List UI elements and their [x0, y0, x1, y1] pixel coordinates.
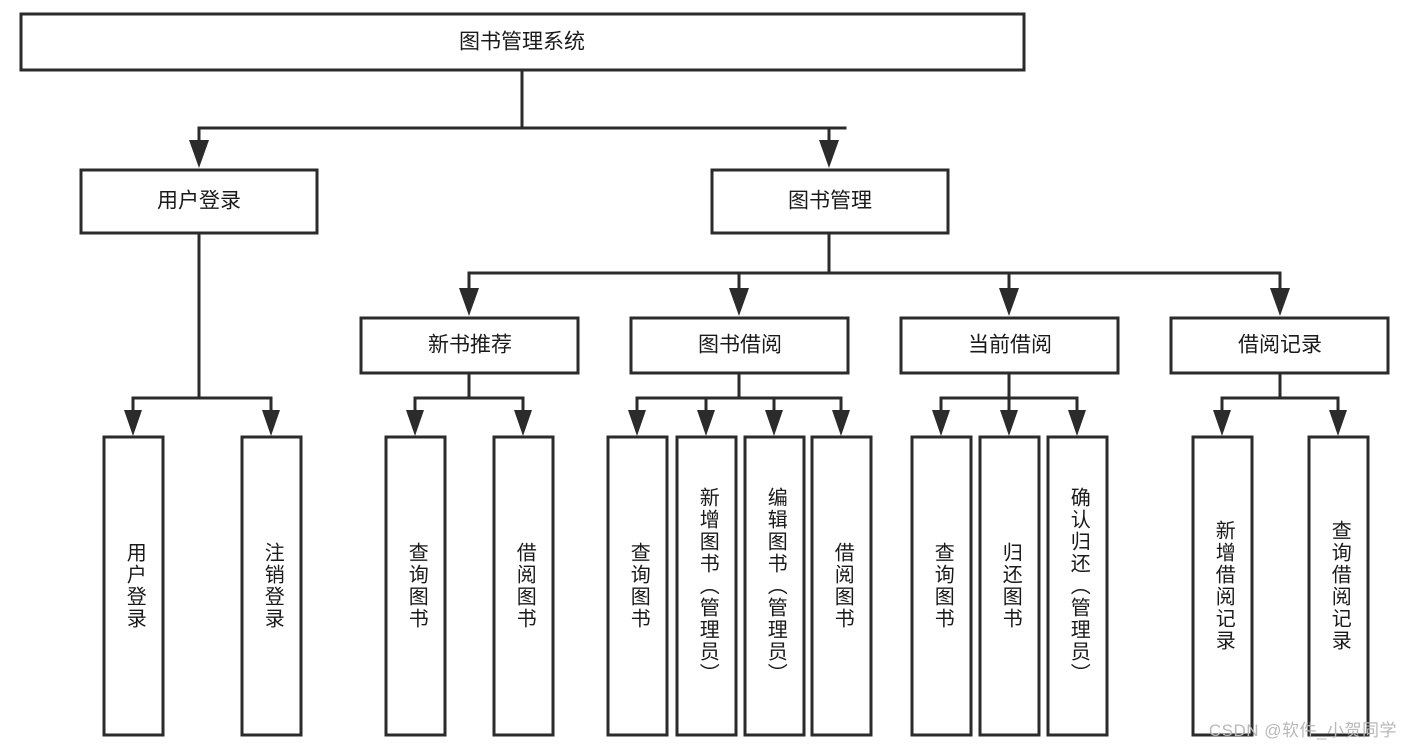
leaf-return-book-box[interactable]	[978, 435, 1041, 737]
node-borrow-record-box[interactable]	[1169, 316, 1390, 375]
leaf-query-book-2-box[interactable]	[606, 435, 669, 737]
edges-userlogin-to-leaves	[124, 231, 280, 436]
leaf-edit-book-box[interactable]	[743, 435, 806, 737]
arrow-new-book	[459, 288, 479, 316]
node-user-login[interactable]: 用户登录	[79, 168, 319, 235]
node-user-login-label: 用户登录	[157, 190, 241, 213]
edges-bookborrow-to-leaves	[628, 371, 850, 436]
arrow-leaf-query-book-1	[406, 410, 424, 436]
node-new-book-recommend[interactable]: 新书推荐	[359, 316, 580, 375]
arrow-book-borrow	[729, 288, 749, 316]
arrow-borrow-record	[1270, 288, 1290, 316]
node-new-book-recommend-box[interactable]	[359, 316, 580, 375]
node-book-borrow-box[interactable]	[629, 316, 850, 375]
arrow-leaf-edit-book	[765, 410, 783, 436]
node-current-borrow[interactable]: 当前借阅	[899, 316, 1120, 375]
arrow-leaf-query-book-3	[932, 410, 950, 436]
leaf-user-login-box[interactable]	[102, 435, 165, 737]
leaf-confirm-return-box[interactable]	[1046, 435, 1109, 737]
node-book-management[interactable]: 图书管理	[710, 168, 950, 235]
node-book-management-box[interactable]	[710, 168, 950, 235]
node-new-book-recommend-label: 新书推荐	[428, 334, 512, 357]
leaf-add-book-box[interactable]	[675, 435, 738, 737]
csdn-watermark: CSDN @软件_小贺同学	[1208, 721, 1397, 740]
edges-root-to-level1	[189, 68, 847, 168]
edges-borrowrecord-to-leaves	[1213, 371, 1347, 436]
node-current-borrow-label: 当前借阅	[968, 334, 1052, 357]
node-current-borrow-box[interactable]	[899, 316, 1120, 375]
arrow-leaf-add-record	[1213, 410, 1231, 436]
node-root-box[interactable]	[19, 12, 1026, 72]
leaf-query-book-1-box[interactable]	[384, 435, 447, 737]
arrow-current-borrow	[999, 288, 1019, 316]
edges-newbook-to-leaves	[406, 371, 532, 436]
node-book-borrow[interactable]: 图书借阅	[629, 316, 850, 375]
arrow-leaf-borrow-book-1	[514, 410, 532, 436]
leaf-borrow-book-1-box[interactable]	[492, 435, 555, 737]
leaf-query-record-box[interactable]	[1307, 435, 1370, 737]
node-borrow-record[interactable]: 借阅记录	[1169, 316, 1390, 375]
node-borrow-record-label: 借阅记录	[1238, 334, 1322, 357]
arrow-leaf-query-record	[1329, 410, 1347, 436]
edges-bookmgmt-to-level2	[459, 231, 1290, 316]
leaf-user-logout-box[interactable]	[240, 435, 303, 737]
arrow-user-login	[189, 140, 209, 168]
edges-currentborrow-to-leaves	[932, 371, 1086, 436]
arrow-leaf-confirm-return	[1068, 410, 1086, 436]
arrow-book-management	[819, 140, 839, 168]
leaf-query-book-3-box[interactable]	[910, 435, 973, 737]
arrow-leaf-user-login	[124, 410, 142, 436]
node-user-login-box[interactable]	[79, 168, 319, 235]
leaf-borrow-book-2-box[interactable]	[810, 435, 873, 737]
arrow-leaf-add-book	[697, 410, 715, 436]
node-book-management-label: 图书管理	[788, 190, 872, 213]
arrow-leaf-user-logout	[262, 410, 280, 436]
node-root[interactable]: 图书管理系统	[19, 12, 1026, 72]
leaf-add-record-box[interactable]	[1191, 435, 1254, 737]
leaf-boxes	[102, 435, 1370, 737]
arrow-leaf-borrow-book-2	[832, 410, 850, 436]
node-root-label: 图书管理系统	[459, 31, 585, 54]
arrow-leaf-return-book	[1000, 410, 1018, 436]
node-book-borrow-label: 图书借阅	[698, 334, 782, 357]
arrow-leaf-query-book-2	[628, 410, 646, 436]
